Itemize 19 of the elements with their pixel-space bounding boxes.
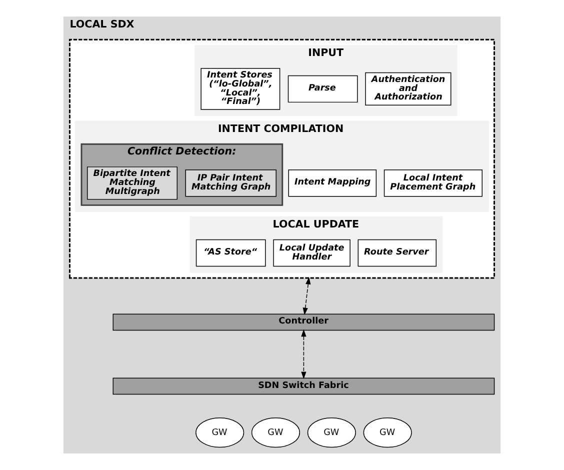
node-box: IP Pair Intent Matching Graph (185, 170, 276, 197)
node-box: Authentication and Authorization (365, 72, 452, 106)
cluster (68, 38, 496, 279)
node-box: Local Intent Placement Graph (384, 170, 483, 197)
node-box: Route Server (358, 239, 437, 267)
node-ellipse: GW (251, 417, 300, 448)
node-box: Intent Stores (“lo-Global”, “Local”, “Final”) (200, 68, 280, 110)
arrow (302, 276, 311, 316)
arrow (301, 329, 306, 380)
node-box: “AS Store“ (196, 239, 266, 267)
node-ellipse: GW (307, 417, 356, 448)
node-box: Bipartite Intent Matching Multigraph (87, 166, 178, 200)
node-box: Controller (112, 314, 495, 331)
node-box: SDN Switch Fabric (112, 378, 495, 395)
node-box: Local Update Handler (273, 239, 350, 267)
node-ellipse: GW (363, 417, 412, 448)
node-box: Intent Mapping (288, 170, 377, 197)
node-ellipse: GW (196, 417, 244, 448)
node-box: Parse (288, 75, 358, 103)
